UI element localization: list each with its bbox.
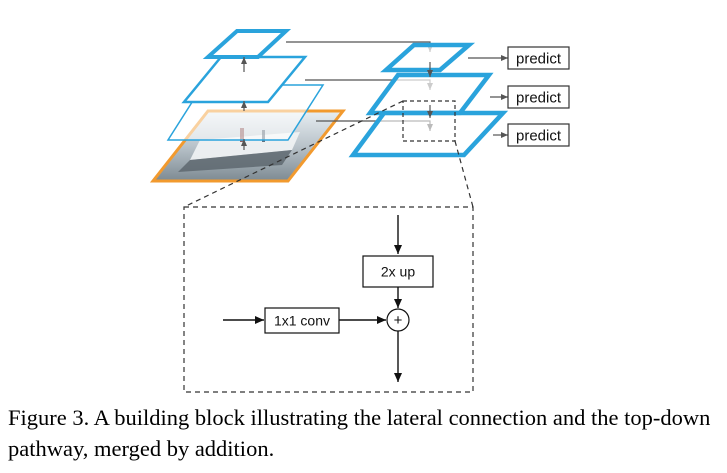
figure-caption: Figure 3. A building block illustrating … [8,405,711,461]
predict-arrows [468,55,508,138]
detail-box [183,206,474,393]
top-down-level-3 [380,42,476,73]
predict-box-1: predict [507,46,570,70]
top-down-level-1 [348,110,509,158]
zoom-lines [183,100,474,208]
predict-label-2: predict [516,90,562,107]
conv-block: 1x1 conv [264,307,340,334]
conv-label: 1x1 conv [274,313,330,329]
bottom-up-level-2 [181,55,308,104]
zoom-region [402,100,456,142]
predict-label-1: predict [516,51,562,68]
predict-label-3: predict [516,128,562,145]
upsample-block: 2x up [362,255,434,288]
upsample-label: 2x up [381,264,415,280]
predict-box-3: predict [507,123,570,147]
bottom-up-level-3 [202,29,292,59]
add-node: + [386,308,410,332]
add-symbol: + [394,312,403,329]
fpn-diagram: predict predict predict 2x up 1x1 conv + [149,29,570,393]
predict-box-2: predict [507,85,570,109]
